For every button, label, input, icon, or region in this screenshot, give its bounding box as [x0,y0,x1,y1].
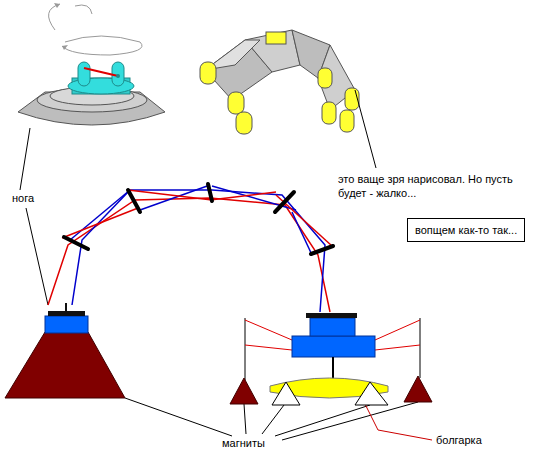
part-label: нога [12,191,34,205]
arm-segments [200,30,359,134]
arm-links [48,185,332,312]
note-text: это ваще зря нарисовал. Но пусть будет -… [338,172,538,200]
right-assembly [230,313,432,405]
arm-joints [64,184,333,254]
note-text: вопщем как-то так... [415,223,517,237]
left-magnet [5,303,125,398]
part-label: магниты [222,436,265,450]
part-label: болгарка [436,433,482,447]
turret-base [18,3,165,125]
note-box: вопщем как-то так... [407,218,525,242]
